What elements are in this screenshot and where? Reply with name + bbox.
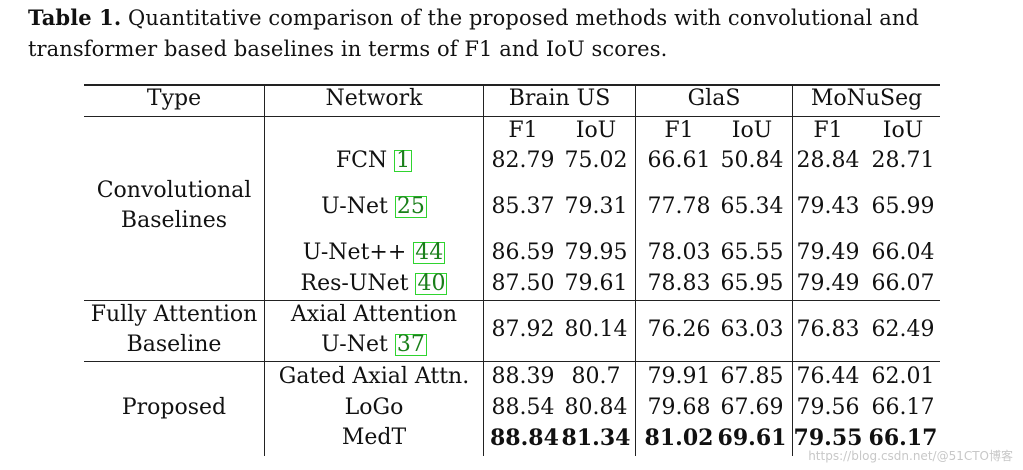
group-rule-2 xyxy=(84,361,940,362)
score-cell: 50.84 xyxy=(720,148,784,173)
header-brain-us: Brain US xyxy=(508,86,611,111)
citation-link[interactable]: 25 xyxy=(394,194,427,219)
caption-label: Table 1. xyxy=(28,5,122,30)
score-cell: 79.43 xyxy=(796,194,860,219)
score-cell: 66.61 xyxy=(647,148,711,173)
citation-link[interactable]: 1 xyxy=(394,148,413,173)
score-cell: 65.95 xyxy=(720,271,784,296)
score-cell: 66.17 xyxy=(871,395,935,420)
score-cell: 76.83 xyxy=(796,317,860,342)
caption-text: Quantitative comparison of the proposed … xyxy=(28,6,919,61)
metric-f1: F1 xyxy=(813,118,843,143)
score-cell: 87.50 xyxy=(491,271,555,296)
score-cell: 62.49 xyxy=(871,317,935,342)
network-name: LoGo xyxy=(344,395,404,420)
group-conv-line1: Convolutional xyxy=(96,178,252,203)
score-cell: 63.03 xyxy=(720,317,784,342)
network-name: Res-UNet 40 xyxy=(300,271,448,296)
header-glas: GlaS xyxy=(687,86,741,111)
score-cell: 28.84 xyxy=(796,148,860,173)
score-cell: 79.55 xyxy=(793,425,863,451)
score-cell: 69.61 xyxy=(717,425,787,451)
score-cell: 65.34 xyxy=(720,194,784,219)
score-cell: 66.07 xyxy=(871,271,935,296)
col-rule-4 xyxy=(792,84,793,456)
header-network: Network xyxy=(325,86,423,111)
network-name: MedT xyxy=(341,425,407,450)
score-cell: 81.02 xyxy=(644,425,714,451)
citation-link[interactable]: 40 xyxy=(415,271,448,296)
citation-link[interactable]: 37 xyxy=(394,332,427,357)
network-name: U-Net++ 44 xyxy=(302,240,446,265)
header-rule xyxy=(84,116,940,117)
metric-f1: F1 xyxy=(664,118,694,143)
col-rule-1 xyxy=(264,84,265,456)
score-cell: 80.14 xyxy=(564,317,628,342)
results-table: Type Network Brain US GlaS MoNuSeg F1 Io… xyxy=(84,84,940,456)
score-cell: 81.34 xyxy=(561,425,631,451)
score-cell: 66.04 xyxy=(871,240,935,265)
metric-iou: IoU xyxy=(882,118,924,143)
score-cell: 80.7 xyxy=(571,364,621,389)
metric-iou: IoU xyxy=(731,118,773,143)
score-cell: 65.55 xyxy=(720,240,784,265)
score-cell: 79.49 xyxy=(796,271,860,296)
score-cell: 76.44 xyxy=(796,364,860,389)
score-cell: 88.54 xyxy=(491,395,555,420)
group-proposed: Proposed xyxy=(121,395,227,420)
score-cell: 79.61 xyxy=(564,271,628,296)
score-cell: 77.78 xyxy=(647,194,711,219)
score-cell: 79.68 xyxy=(647,395,711,420)
score-cell: 67.85 xyxy=(720,364,784,389)
score-cell: 66.17 xyxy=(868,425,938,451)
group-attn-line1: Fully Attention xyxy=(90,302,258,327)
group-rule-1 xyxy=(84,300,940,301)
score-cell: 79.56 xyxy=(796,395,860,420)
score-cell: 78.03 xyxy=(647,240,711,265)
header-type: Type xyxy=(146,86,202,111)
top-rule xyxy=(84,84,940,86)
col-rule-2 xyxy=(483,84,484,456)
score-cell: 88.84 xyxy=(490,425,559,451)
col-rule-3 xyxy=(635,84,636,456)
score-cell: 88.39 xyxy=(491,364,555,389)
score-cell: 80.84 xyxy=(564,395,628,420)
score-cell: 86.59 xyxy=(491,240,555,265)
citation-link[interactable]: 44 xyxy=(413,240,446,265)
score-cell: 82.79 xyxy=(491,148,555,173)
network-name: FCN 1 xyxy=(335,148,413,173)
network-name: U-Net 25 xyxy=(321,194,427,219)
metric-f1: F1 xyxy=(508,118,538,143)
score-cell: 79.31 xyxy=(564,194,628,219)
metric-iou: IoU xyxy=(575,118,617,143)
score-cell: 85.37 xyxy=(491,194,555,219)
network-name: Gated Axial Attn. xyxy=(278,364,470,389)
score-cell: 78.83 xyxy=(647,271,711,296)
score-cell: 75.02 xyxy=(564,148,628,173)
network-name: U-Net 37 xyxy=(321,332,427,357)
group-attn-line2: Baseline xyxy=(126,332,222,357)
score-cell: 87.92 xyxy=(491,317,555,342)
score-cell: 62.01 xyxy=(871,364,935,389)
score-cell: 67.69 xyxy=(720,395,784,420)
score-cell: 79.49 xyxy=(796,240,860,265)
score-cell: 76.26 xyxy=(647,317,711,342)
group-conv-line2: Baselines xyxy=(120,208,228,233)
table-caption: Table 1. Quantitative comparison of the … xyxy=(28,2,998,65)
network-name: Axial Attention xyxy=(290,302,458,327)
score-cell: 28.71 xyxy=(871,148,935,173)
watermark: https://blog.csdn.net/@51CTO博客 xyxy=(808,449,1013,463)
header-monuseg: MoNuSeg xyxy=(810,86,923,111)
score-cell: 79.91 xyxy=(647,364,711,389)
score-cell: 79.95 xyxy=(564,240,628,265)
score-cell: 65.99 xyxy=(871,194,935,219)
